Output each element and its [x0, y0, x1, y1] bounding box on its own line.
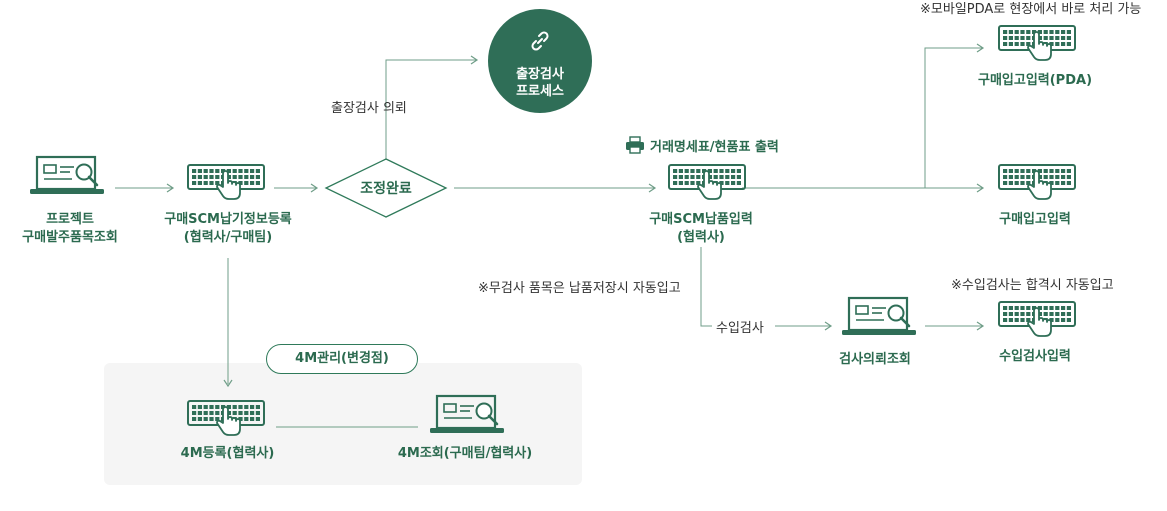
purchase-receipt-pda-label[interactable]: 구매입고입력(PDA) — [977, 73, 1093, 88]
onsite-request-edge-label: 출장검사 의뢰 — [331, 101, 407, 116]
keyboard-hand-icon — [187, 400, 265, 436]
onsite-inspection-label-2: 프로세스 — [516, 84, 564, 99]
auto-receipt-note: ※수입검사는 합격시 자동입고 — [951, 278, 1114, 293]
link-icon — [531, 31, 549, 51]
print-label: 거래명세표/현품표 출력 — [650, 140, 779, 155]
laptop-search-icon — [430, 394, 504, 433]
purchase-receipt-label[interactable]: 구매입고입력 — [999, 212, 1071, 227]
fourm-group-title: 4M관리(변경점) — [266, 344, 418, 374]
keyboard-hand-icon — [998, 164, 1076, 200]
scm-delivery-register-label[interactable]: 구매SCM납기정보등록(협력사/구매팀) — [164, 212, 292, 245]
keyboard-hand-icon — [998, 301, 1076, 337]
onsite-inspection-process-node[interactable]: 출장검사 프로세스 — [488, 9, 592, 113]
fourm-lookup-label[interactable]: 4M조회(구매팀/협력사) — [397, 446, 533, 461]
keyboard-hand-icon — [998, 25, 1076, 61]
laptop-search-icon — [30, 155, 104, 194]
fourm-register-label[interactable]: 4M등록(협력사) — [180, 446, 275, 461]
inspection-request-lookup-label[interactable]: 검사의뢰조회 — [839, 352, 911, 367]
scm-delivery-input-label[interactable]: 구매SCM납품입력(협력사) — [649, 212, 753, 245]
keyboard-hand-icon — [187, 164, 265, 200]
onsite-inspection-label-1: 출장검사 — [516, 67, 564, 82]
import-inspection-input-label[interactable]: 수입검사입력 — [999, 349, 1071, 364]
printer-icon — [626, 136, 644, 154]
fourm-panel — [104, 363, 582, 485]
no-inspection-note: ※무검사 품목은 납품저장시 자동입고 — [478, 281, 681, 296]
keyboard-hand-icon — [668, 164, 746, 200]
import-inspection-edge-label: 수입검사 — [716, 321, 764, 336]
adjust-complete-decision[interactable]: 조정완료 — [360, 181, 412, 197]
laptop-search-icon — [842, 296, 916, 335]
pda-note: ※모바일PDA로 현장에서 바로 처리 가능 — [920, 2, 1142, 17]
